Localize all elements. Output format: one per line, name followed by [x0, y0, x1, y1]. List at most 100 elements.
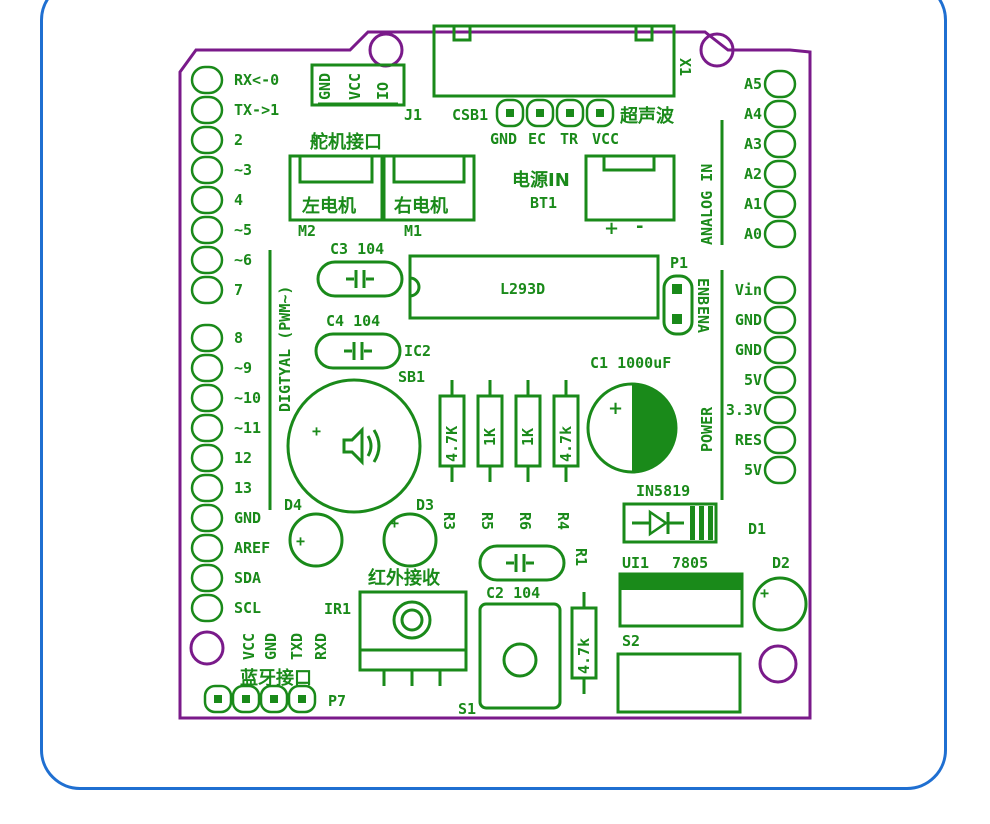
left-pin-label: 13 — [234, 479, 252, 497]
right-pin-label: RES — [735, 431, 762, 449]
c1-label: C1 1000uF — [590, 354, 671, 372]
resistor-value: 4.7K — [443, 426, 461, 462]
left-pin-pad — [190, 503, 224, 533]
reg-ref: UI1 — [622, 554, 649, 572]
digital-label: DIGTYAL (PWM~) — [276, 286, 294, 412]
left-pin-label: RX<-0 — [234, 71, 279, 89]
mount-hole-br — [758, 644, 798, 684]
led-d4: D4 + — [284, 496, 344, 568]
left-pin-pad — [190, 473, 224, 503]
right-pin-pad — [763, 395, 797, 425]
ir-receiver: 红外接收 IR1 — [324, 567, 468, 686]
p1-pin-enb: ENB — [694, 278, 712, 305]
right-pin-label: 5V — [744, 461, 762, 479]
reg-name: 7805 — [672, 554, 708, 572]
right-motor-ref: M1 — [404, 222, 422, 240]
ultrasonic-ref: CSB1 — [452, 106, 488, 124]
svg-text:+: + — [608, 398, 623, 419]
diode-d1: IN5819 D1 — [622, 482, 766, 544]
left-pin-pad — [190, 125, 224, 155]
left-header-top: RX<-0TX->12~34~5~67 — [190, 65, 279, 305]
d2-label: D2 — [772, 554, 790, 572]
power-in-title: 电源IN — [512, 169, 570, 191]
bt-pin-vcc: VCC — [240, 633, 258, 660]
right-pin-pad — [763, 189, 797, 219]
right-pin-pad — [763, 129, 797, 159]
ic-name: L293D — [500, 280, 545, 298]
resistor-value: 4.7k — [575, 638, 593, 674]
left-pin-label: 12 — [234, 449, 252, 467]
svg-text:+: + — [296, 532, 305, 550]
left-pin-label: ~11 — [234, 419, 261, 437]
left-pin-label: 8 — [234, 329, 243, 347]
left-pin-pad — [190, 185, 224, 215]
power-in-connector: 电源IN BT1 + - — [512, 154, 676, 239]
left-pin-pad — [190, 563, 224, 593]
resistor-value: 1K — [481, 428, 499, 446]
right-pin-label: A2 — [744, 165, 762, 183]
right-pin-label: 5V — [744, 371, 762, 389]
buzzer-ref: SB1 — [398, 368, 425, 386]
bluetooth-pad — [259, 684, 289, 714]
speaker-icon — [342, 426, 364, 466]
bluetooth-pad — [231, 684, 261, 714]
board-outline — [178, 30, 812, 720]
resistor: 1K R5 — [476, 380, 504, 530]
right-motor-label: 右电机 — [394, 195, 448, 217]
left-pin-pad — [190, 215, 224, 245]
left-motor-label: 左电机 — [302, 195, 356, 217]
c2-label: C2 104 — [486, 584, 540, 602]
right-pin-pad — [763, 69, 797, 99]
analog-label: ANALOG IN — [698, 164, 716, 245]
servo-title: 舵机接口 — [310, 131, 382, 153]
servo-pin-vcc: VCC — [346, 73, 364, 100]
bt-pin-gnd: GND — [262, 633, 280, 660]
ultrasonic-title: 超声波 — [620, 105, 675, 127]
right-pin-label: A0 — [744, 225, 762, 243]
resistor-ref: R5 — [478, 512, 496, 530]
left-pin-label: ~3 — [234, 161, 252, 179]
us-pin-vcc: VCC — [592, 130, 619, 148]
buzzer-sb1: SB1 + — [286, 368, 425, 514]
s2-ref: S2 — [622, 632, 640, 650]
right-pin-label: GND — [735, 311, 762, 329]
switch-s2: S2 — [616, 632, 742, 714]
right-pin-pad — [763, 275, 797, 305]
right-pin-pad — [763, 335, 797, 365]
s1-ref: S1 — [458, 700, 476, 718]
d4-label: D4 — [284, 496, 302, 514]
left-pin-label: 4 — [234, 191, 243, 209]
left-pin-pad — [190, 413, 224, 443]
bt-pin-rxd: RXD — [312, 633, 330, 660]
servo-pin-io: IO — [374, 82, 392, 100]
svg-text:+: + — [760, 584, 769, 602]
mount-hole-bl — [189, 630, 225, 666]
right-pin-pad — [763, 425, 797, 455]
resistor-ref: R4 — [554, 512, 572, 530]
diode-name: IN5819 — [636, 482, 690, 500]
left-pin-pad — [190, 323, 224, 353]
right-pin-pad — [763, 159, 797, 189]
left-pin-pad — [190, 65, 224, 95]
left-pin-pad — [190, 155, 224, 185]
ir-title: 红外接收 — [368, 567, 440, 589]
ir-ref: IR1 — [324, 600, 351, 618]
left-pin-label: 7 — [234, 281, 243, 299]
p1-pin-ena: ENA — [694, 306, 712, 333]
ultrasonic-pad — [525, 98, 555, 128]
button-s1: S1 — [458, 602, 562, 718]
left-pin-pad — [190, 593, 224, 623]
c4-label: C4 104 — [326, 312, 380, 330]
left-pin-label: AREF — [234, 539, 270, 557]
ultrasonic-connector: X1 CSB1 超声波 GND EC TR VCC — [432, 24, 694, 148]
left-pin-pad — [190, 533, 224, 563]
left-pin-pad — [190, 275, 224, 305]
us-pin-ec: EC — [528, 130, 546, 148]
left-pin-label: ~9 — [234, 359, 252, 377]
left-pin-pad — [190, 443, 224, 473]
